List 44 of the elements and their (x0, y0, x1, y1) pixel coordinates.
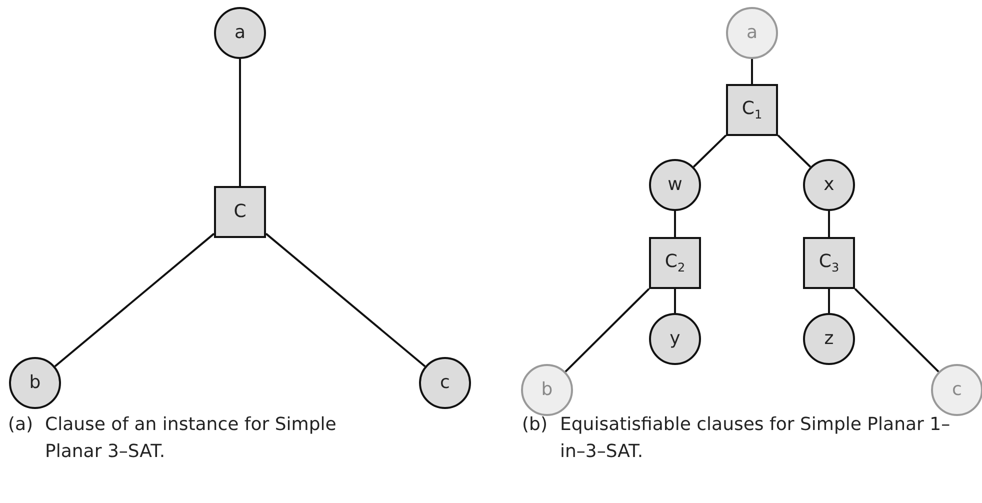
node-label: b (541, 381, 553, 399)
caption-text: Clause of an instance for Simple Planar 3–SAT. (45, 413, 338, 464)
variable-circle (521, 364, 573, 416)
variable-circle (419, 357, 471, 409)
connector-line (54, 232, 215, 368)
variable-circle (803, 313, 855, 365)
node-label: C (234, 203, 246, 221)
clause-box (649, 237, 701, 289)
variable-circle (726, 7, 778, 59)
connector-line (828, 289, 830, 313)
node-label: c (952, 381, 962, 399)
connector-line (265, 232, 426, 368)
connector-line (777, 134, 812, 168)
subfigure-marker: (b) (522, 413, 548, 437)
node-label: C$_{2}$ (664, 252, 686, 274)
clause-box (726, 84, 778, 136)
connector-line (692, 134, 727, 168)
clause-box (803, 237, 855, 289)
clause-box (214, 186, 266, 238)
variable-circle (803, 159, 855, 211)
connector-line (854, 288, 940, 372)
connector-line (564, 288, 650, 372)
connector-line (674, 289, 676, 313)
node-label: x (824, 176, 834, 194)
node-label: a (746, 24, 758, 42)
node-label: a (234, 24, 246, 42)
node-label: w (668, 176, 682, 194)
connector-line (239, 59, 241, 186)
node-label: C$_{1}$ (742, 100, 762, 120)
subfigure-marker: (a) (8, 413, 34, 437)
node-label: y (670, 330, 680, 348)
caption-text: Equisatisfiable clauses for Simple Planar 1–in–3–SAT. (560, 413, 952, 464)
variable-circle (649, 313, 701, 365)
variable-circle (649, 159, 701, 211)
variable-circle (9, 357, 61, 409)
connector-line (674, 211, 676, 237)
node-label: C$_{3}$ (818, 252, 840, 274)
node-label: c (440, 374, 450, 392)
node-label: z (824, 330, 834, 348)
variable-circle (931, 364, 982, 416)
node-label: b (29, 374, 41, 392)
connector-line (828, 211, 830, 237)
connector-line (751, 59, 753, 84)
variable-circle (214, 7, 266, 59)
